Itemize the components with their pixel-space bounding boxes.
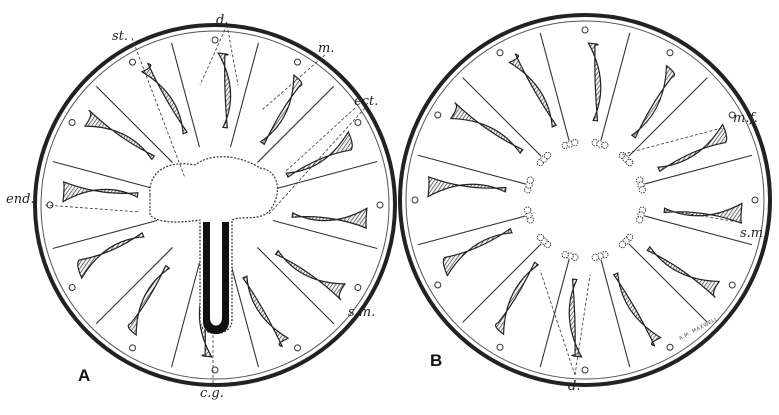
label-ect: ect.	[354, 94, 378, 109]
filament-lobe	[602, 142, 608, 148]
wall-knob	[295, 345, 301, 351]
muscle-band	[632, 66, 675, 138]
muscle-band	[63, 182, 138, 202]
wall-knob	[295, 59, 301, 65]
filament-lobe	[626, 159, 632, 165]
mesentery	[629, 78, 707, 156]
mesentery	[463, 78, 541, 156]
muscle-band	[428, 177, 506, 197]
label-d-a: d.	[216, 13, 228, 28]
filament-lobe	[537, 234, 543, 240]
label-d-b: d.	[568, 379, 580, 394]
panel-label-b: B	[430, 351, 442, 370]
wall-knob	[377, 202, 383, 208]
body-wall-outer-b	[400, 15, 770, 385]
filament-lobe	[637, 217, 643, 223]
mesentery	[601, 33, 630, 140]
muscle-band	[218, 53, 230, 128]
muscle-band	[292, 208, 367, 228]
label-m: m.	[318, 41, 334, 56]
muscle-band	[664, 203, 742, 223]
mesentery	[231, 43, 259, 147]
filament-lobe	[562, 252, 568, 258]
label-mf: m.f.	[733, 111, 758, 126]
filament-lobe	[527, 177, 533, 183]
wall-knob	[667, 50, 673, 56]
label-sm-b: s.m.	[740, 226, 767, 241]
mesentery	[96, 86, 172, 162]
filament-lobe	[639, 187, 645, 193]
wall-knob	[69, 120, 75, 126]
wall-knob	[412, 197, 418, 203]
wall-knob	[752, 197, 758, 203]
wall-knob	[667, 344, 673, 350]
wall-knob	[435, 112, 441, 118]
mesentery	[172, 263, 200, 367]
muscle-band	[261, 75, 302, 144]
section-b: m.f. s.m. d. B A.M. MAXWELL	[400, 15, 770, 394]
muscle-band	[128, 266, 169, 335]
mesentery	[257, 86, 333, 162]
filament-lobe	[592, 254, 598, 260]
label-st: st.	[112, 29, 128, 44]
wall-knob	[130, 345, 136, 351]
wall-knob	[497, 50, 503, 56]
muscle-band	[78, 233, 144, 278]
mesenteries-b	[418, 33, 752, 367]
panel-label-a: A	[78, 366, 90, 385]
label-end: end.	[6, 192, 35, 207]
section-a: st. d. m. ect. end. s.m. c.g. A	[6, 13, 395, 401]
wall-knob	[355, 285, 361, 291]
filament-lobe	[619, 241, 625, 247]
wall-knob	[497, 344, 503, 350]
muscle-band	[496, 262, 539, 334]
muscle-band	[647, 247, 719, 298]
label-sm-a: s.m.	[348, 305, 375, 320]
wall-knob	[69, 285, 75, 291]
label-cg: c.g.	[200, 386, 224, 401]
mesentery	[629, 244, 707, 322]
filament-lobe	[524, 207, 530, 213]
wall-knob	[355, 120, 361, 126]
wall-knob	[729, 282, 735, 288]
muscle-band	[451, 103, 523, 154]
wall-knob	[582, 27, 588, 33]
wall-knob	[582, 367, 588, 373]
muscle-band	[588, 43, 600, 121]
wall-knob	[212, 37, 218, 43]
mesentery	[96, 247, 172, 323]
mesenterial-filaments	[524, 139, 645, 260]
wall-knob	[435, 282, 441, 288]
filament-lobe	[544, 152, 550, 158]
mesentery	[540, 260, 569, 367]
wall-knob	[130, 59, 136, 65]
muscle-band	[286, 132, 352, 177]
filament-lobe	[572, 139, 578, 145]
mesentery	[257, 247, 333, 323]
mesentery	[463, 244, 541, 322]
